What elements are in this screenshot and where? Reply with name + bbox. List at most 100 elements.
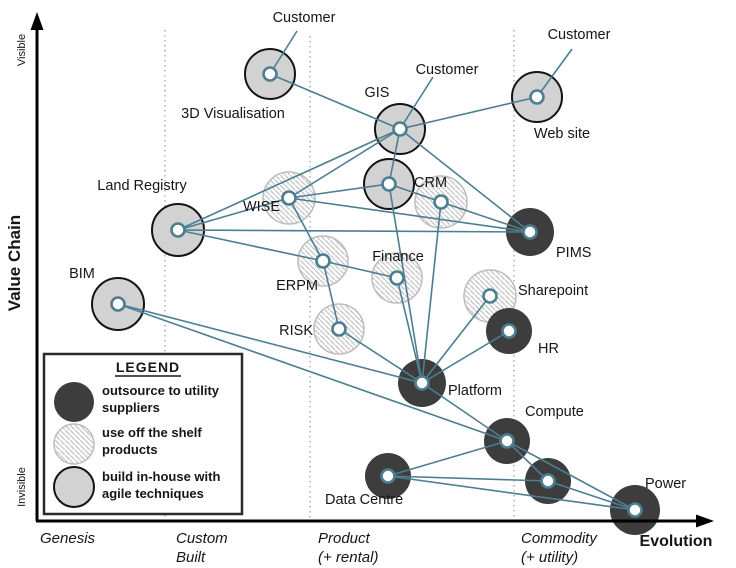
evolution-axis-label: Evolution bbox=[640, 533, 713, 550]
evolution-axis-arrowhead bbox=[696, 514, 714, 528]
node-pims-label: PIMS bbox=[556, 245, 591, 261]
node-erpm-center-dot bbox=[315, 253, 331, 269]
legend-swatch-hatched-circle bbox=[53, 423, 95, 465]
legend-item-label: build in-house with bbox=[102, 469, 220, 484]
edge-crm-platform bbox=[421, 201, 442, 384]
stage-label-commodity: Commodity bbox=[521, 530, 598, 547]
legend: LEGEND outsource to utility suppliers us… bbox=[42, 352, 244, 516]
edge-bim-platform bbox=[117, 303, 423, 384]
edge-3dvis-gis bbox=[269, 73, 401, 130]
edge-crm2-platform bbox=[388, 183, 423, 384]
edge-platform-compute bbox=[421, 382, 508, 442]
edge-bim-compute bbox=[117, 303, 508, 442]
node-hr-label: HR bbox=[538, 341, 559, 357]
node-compute-label: Compute bbox=[525, 404, 584, 420]
legend-swatch-dark-circle bbox=[54, 382, 94, 422]
edge-compute-dark2 bbox=[506, 440, 549, 482]
node-sharepoint-center-dot bbox=[482, 288, 498, 304]
node-pims-center-dot bbox=[522, 224, 538, 240]
node-datacentre-label: Data Centre bbox=[325, 492, 403, 508]
customer-anchor-label-2: Customer bbox=[548, 27, 611, 43]
edge-gis-wise bbox=[288, 128, 401, 199]
edge-crm-pims bbox=[440, 201, 531, 233]
node-finance-center-dot bbox=[389, 270, 405, 286]
node-website-center-dot bbox=[529, 89, 545, 105]
node-hr-center-dot bbox=[501, 323, 517, 339]
edge-gis-landreg bbox=[177, 128, 401, 231]
edge-wise-pims bbox=[288, 197, 531, 233]
value-chain-axis-arrowhead bbox=[30, 12, 44, 30]
node-platform-label: Platform bbox=[448, 383, 502, 399]
node-3dvis-label: 3D Visualisation bbox=[181, 106, 285, 122]
edge-crm2-crm bbox=[388, 183, 442, 203]
customer-leader-0 bbox=[269, 30, 298, 75]
edge-finance-platform bbox=[396, 277, 423, 384]
edge-datacentre-compute bbox=[387, 440, 508, 477]
node-compute-center-dot bbox=[499, 433, 515, 449]
value-chain-axis-label: Value Chain bbox=[5, 215, 24, 311]
edge-erpm-finance bbox=[322, 260, 398, 279]
node-risk-label: RISK bbox=[279, 323, 313, 339]
stage-label-custom-built-2: Built bbox=[176, 549, 206, 566]
edge-landreg-pims bbox=[177, 229, 531, 233]
node-platform-center-dot bbox=[414, 375, 430, 391]
edge-dark2-power bbox=[547, 480, 636, 511]
edge-erpm-risk bbox=[322, 260, 340, 330]
axes: Value Chain Visible Invisible Evolution … bbox=[5, 12, 714, 566]
edge-landreg-erpm bbox=[177, 229, 324, 262]
dependency-edges bbox=[117, 30, 636, 511]
stage-label-custom-built: Custom bbox=[176, 530, 228, 547]
edge-gis-pims bbox=[399, 128, 531, 233]
stage-label-product-2: (+ rental) bbox=[318, 549, 378, 566]
edge-gis-crm2 bbox=[388, 128, 401, 185]
legend-item-label: outsource to utility bbox=[102, 383, 220, 398]
legend-item-label: use off the shelf bbox=[102, 425, 202, 440]
edge-wise-crm2 bbox=[288, 183, 390, 199]
node-gis-label: GIS bbox=[365, 85, 390, 101]
edge-wise-erpm bbox=[288, 197, 324, 262]
node-dark2-center-dot bbox=[540, 473, 556, 489]
edge-datacentre-power bbox=[387, 475, 636, 511]
visible-axis-label: Visible bbox=[16, 34, 28, 66]
node-wise-center-dot bbox=[281, 190, 297, 206]
stage-label-genesis: Genesis bbox=[40, 530, 96, 547]
edge-compute-power bbox=[506, 440, 636, 511]
stage-label-product: Product bbox=[318, 530, 371, 547]
edge-gis-website bbox=[399, 96, 538, 130]
customer-anchor-label-1: Customer bbox=[416, 62, 479, 78]
node-crm-label: CRM bbox=[414, 175, 447, 191]
node-crm2-center-dot bbox=[381, 176, 397, 192]
invisible-axis-label: Invisible bbox=[16, 467, 28, 507]
node-crm-center-dot bbox=[433, 194, 449, 210]
node-finance-label: Finance bbox=[372, 249, 424, 265]
node-risk-center-dot bbox=[331, 321, 347, 337]
node-sharepoint-label: Sharepoint bbox=[518, 283, 588, 299]
legend-item-label: agile techniques bbox=[102, 486, 204, 501]
edge-landreg-wise bbox=[177, 197, 290, 231]
node-wise-label: WISE bbox=[243, 199, 280, 215]
customer-leader-1 bbox=[399, 76, 434, 130]
node-erpm-label: ERPM bbox=[276, 278, 318, 294]
node-power-label: Power bbox=[645, 476, 686, 492]
node-center-dots bbox=[110, 66, 643, 518]
node-power-center-dot bbox=[627, 502, 643, 518]
legend-item-label: suppliers bbox=[102, 400, 160, 415]
edge-risk-platform bbox=[338, 328, 423, 384]
edge-hr-platform bbox=[421, 330, 510, 384]
node-gis-center-dot bbox=[392, 121, 408, 137]
customer-anchor-label-0: Customer bbox=[273, 10, 336, 26]
legend-item-label: products bbox=[102, 442, 158, 457]
edge-datacentre-dark2 bbox=[387, 475, 549, 482]
stage-guide-lines bbox=[164, 30, 515, 520]
node-landreg-label: Land Registry bbox=[97, 178, 187, 194]
legend-title: LEGEND bbox=[116, 359, 180, 375]
customer-leader-2 bbox=[536, 48, 573, 98]
node-website-label: Web site bbox=[534, 126, 590, 142]
node-datacentre-center-dot bbox=[380, 468, 396, 484]
stage-label-commodity-2: (+ utility) bbox=[521, 549, 578, 566]
node-bim-center-dot bbox=[110, 296, 126, 312]
edge-sharepoint-platform bbox=[421, 295, 491, 384]
